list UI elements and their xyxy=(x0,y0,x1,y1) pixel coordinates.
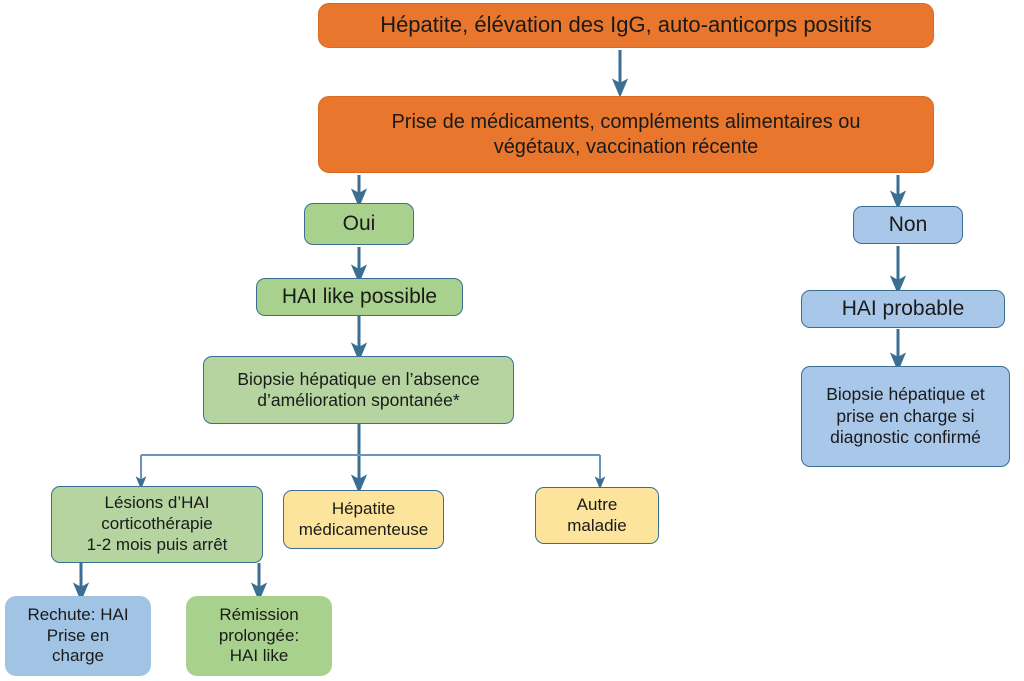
node-hai-probable[interactable]: HAI probable xyxy=(801,290,1005,328)
node-hai-lesions[interactable]: Lésions d’HAI corticothérapie 1-2 mois p… xyxy=(51,486,263,563)
node-answer-no[interactable]: Non xyxy=(853,206,963,244)
node-drug-hepatitis[interactable]: Hépatite médicamenteuse xyxy=(283,490,444,549)
node-top-presentation[interactable]: Hépatite, élévation des IgG, auto-antico… xyxy=(318,3,934,48)
node-biopsy-right[interactable]: Biopsie hépatique et prise en charge si … xyxy=(801,366,1010,467)
node-biopsy-left[interactable]: Biopsie hépatique en l’absence d’amélior… xyxy=(203,356,514,424)
node-answer-yes[interactable]: Oui xyxy=(304,203,414,245)
node-other-disease[interactable]: Autre maladie xyxy=(535,487,659,544)
node-relapse[interactable]: Rechute: HAI Prise en charge xyxy=(5,596,151,676)
node-hai-like-possible[interactable]: HAI like possible xyxy=(256,278,463,316)
node-remission[interactable]: Rémission prolongée: HAI like xyxy=(186,596,332,676)
node-exposure-history[interactable]: Prise de médicaments, compléments alimen… xyxy=(318,96,934,173)
